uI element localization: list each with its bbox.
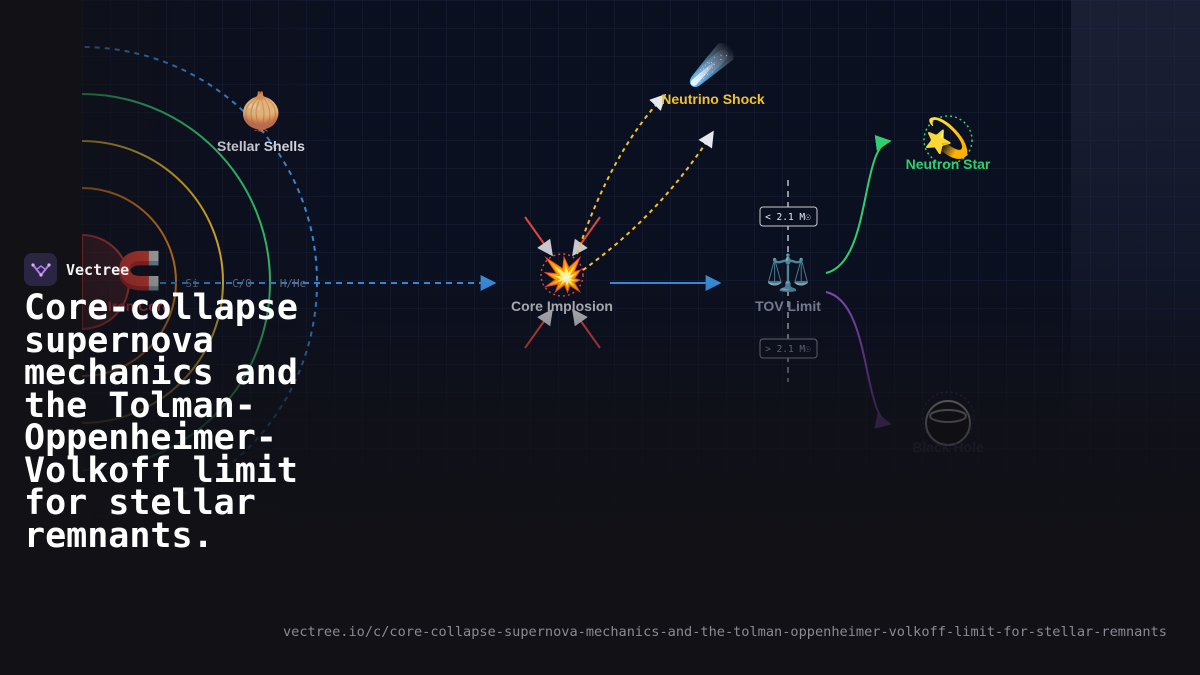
threshold-badge-above: > 2.1 M☉ [765,344,811,355]
infall-line-br [572,308,601,349]
infall-line-tl [524,216,553,257]
page-url[interactable]: vectree.io/c/core-collapse-supernova-mec… [283,624,1167,640]
branch-to-neutron-star [825,135,892,274]
scales-icon: ⚖️ [766,252,811,294]
core-implosion-label: Core Implosion [511,298,613,314]
collision-icon: 💥 [542,255,584,295]
infall-line-tr [572,216,601,257]
onion-icon: 🧅 [239,90,284,133]
tov-limit-label: TOV Limit [755,298,821,314]
page-title: Core-collapse supernova mechanics and th… [24,288,298,556]
brand-name: Vectree [66,260,130,279]
stellar-shells-label: Stellar Shells [217,138,305,154]
threshold-badge-below: < 2.1 M☉ [765,212,811,223]
neutrino-shock-label: Neutrino Shock [661,91,765,107]
infall-line-bl [524,308,553,349]
black-hole-icon [921,391,975,446]
black-hole-label: Black Hole [912,439,984,455]
comet-icon: ☄️ [688,41,736,89]
neutrino-path-2 [582,130,714,271]
branch-to-black-hole [825,291,892,429]
vectree-logo-icon [24,253,57,286]
neutron-star-label: Neutron Star [906,156,991,172]
brand[interactable]: Vectree [24,253,129,286]
